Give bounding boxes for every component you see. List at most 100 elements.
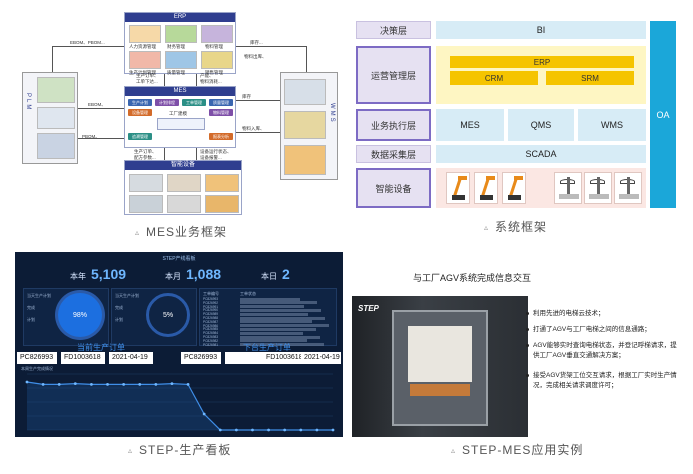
work-order-id: PC826990 xyxy=(203,308,219,313)
wms-label: WMS xyxy=(329,103,335,124)
flow-label: 设备运行状态、 xyxy=(200,149,232,154)
work-order-id: PC826992 xyxy=(203,300,219,305)
next-order-number: PC826993 xyxy=(181,352,221,364)
work-order-id: PC826984 xyxy=(203,331,219,336)
work-order-status-redacted xyxy=(240,335,320,339)
plan-panel-right: 当天生产计划 完成 计划 5% xyxy=(111,288,197,346)
plan-panel-left: 当天生产计划 完成 计划 98% xyxy=(23,288,109,346)
device-thumb xyxy=(167,174,201,192)
robot-arm-icon xyxy=(502,172,526,204)
erp-item: 质量管理 xyxy=(167,70,185,75)
flow-label: PBOM、 xyxy=(82,134,100,139)
chart-point xyxy=(170,382,174,385)
mes-cell: MES xyxy=(436,109,504,141)
work-order-status-redacted xyxy=(240,297,300,301)
chart-point xyxy=(73,382,77,385)
wms-thumb-1 xyxy=(284,79,326,105)
plm-thumb-3 xyxy=(37,133,75,159)
flow-label: 生产订单、 xyxy=(134,149,157,154)
chart-point xyxy=(331,428,335,432)
panel-label: 计划 xyxy=(27,317,35,322)
chart-point xyxy=(57,383,61,386)
flow-arrow xyxy=(164,74,165,86)
chart-point xyxy=(202,412,206,416)
work-order-status-redacted xyxy=(240,327,316,331)
flow-label: 配方参数... xyxy=(134,155,156,160)
erp-title: ERP xyxy=(125,13,235,22)
triangle-icon: ▵ xyxy=(128,446,134,456)
chart-point xyxy=(283,428,287,432)
mes-caption: ▵MES业务框架 xyxy=(135,223,227,240)
wms-thumb-3 xyxy=(284,145,326,175)
kpi-day-label: 本日 xyxy=(261,272,277,281)
chart-label: 本周生产完成情况 xyxy=(21,366,53,371)
flow-label: 物料消耗... xyxy=(200,79,222,84)
flow-label: 生产订单、 xyxy=(136,73,159,78)
flow-label: 库存... xyxy=(250,40,263,45)
current-order-code: FD1003618 xyxy=(61,352,105,364)
work-order-id: PC826988 xyxy=(203,316,219,320)
devices-block: 智能设备 xyxy=(124,160,242,215)
kpi-month-label: 本月 xyxy=(165,272,181,281)
next-orders-title: 下台生产订单 xyxy=(243,343,291,352)
chart-point xyxy=(41,383,45,386)
mes-module: 设备管理 xyxy=(128,109,152,116)
work-order-id: PC826989 xyxy=(203,312,219,317)
scada-cell: SCADA xyxy=(436,145,646,163)
erp-thumb-6 xyxy=(201,51,233,69)
step-logo: STEP xyxy=(358,304,379,313)
chart-point xyxy=(218,428,222,432)
mes-module: 追溯管理 xyxy=(128,133,152,140)
erp-item: 物料管理 xyxy=(205,44,223,49)
flow-label: 工单下达... xyxy=(136,79,158,84)
work-order-status-redacted xyxy=(240,339,307,343)
erp-item: 生产计划管理 xyxy=(129,70,156,75)
current-order-number: PC826993 xyxy=(17,352,57,364)
mes-module: 质量管理 xyxy=(209,99,233,106)
flow-label: EBOM、 xyxy=(88,102,106,107)
agv-caption-text: STEP-MES应用实例 xyxy=(462,443,584,457)
qms-cell: QMS xyxy=(508,109,574,141)
agv-caption: ▵ STEP-MES应用实例 xyxy=(451,441,583,458)
panel-label: 完成 xyxy=(115,305,123,310)
plm-thumb-2 xyxy=(37,107,75,129)
chart-series-line xyxy=(26,381,333,431)
flow-arrow xyxy=(52,46,53,72)
chart-point xyxy=(315,428,319,432)
elevator-agv-photo: STEP xyxy=(352,296,528,437)
list-header: 工单编号 xyxy=(203,291,219,296)
mes-module: 计划排程 xyxy=(155,99,179,106)
chart-point xyxy=(267,428,270,432)
list-header: 工单状态 xyxy=(240,291,256,296)
work-order-status-redacted xyxy=(240,305,304,309)
chart-point xyxy=(122,383,126,386)
agv-bullet: AGV能够实时查询电梯状态，并登记呼梯请求，提供工厂AGV垂直交通解决方案； xyxy=(526,341,683,361)
chart-point xyxy=(25,380,29,384)
wms-block: WMS xyxy=(280,72,338,180)
agv-title: 与工厂AGV系统完成信息交互 xyxy=(412,273,531,283)
panel-label: 完成 xyxy=(27,305,35,310)
mes-module: 报表分析 xyxy=(209,133,233,140)
agv-robot-icon xyxy=(554,172,582,204)
chart-point xyxy=(154,383,158,386)
work-order-id: PC826987 xyxy=(203,319,219,324)
triangle-icon: ▵ xyxy=(451,446,457,456)
work-order-id: PC826993 xyxy=(203,297,219,301)
agv-robot-icon xyxy=(614,172,642,204)
work-order-status-redacted xyxy=(240,331,303,335)
plm-thumb-1 xyxy=(37,77,75,103)
flow-arrow xyxy=(306,46,307,72)
current-orders-title: 当前生产订单 xyxy=(77,343,125,352)
flow-arrow xyxy=(196,148,197,160)
oa-column: OA xyxy=(650,21,676,208)
work-order-status-redacted xyxy=(240,312,308,316)
device-thumb xyxy=(129,195,163,213)
plm-label: PLM xyxy=(25,93,31,112)
layer-data-collection: 数据采集层 xyxy=(356,145,431,163)
completion-ring-left: 98% xyxy=(58,293,102,337)
srm-bar: SRM xyxy=(546,71,634,85)
